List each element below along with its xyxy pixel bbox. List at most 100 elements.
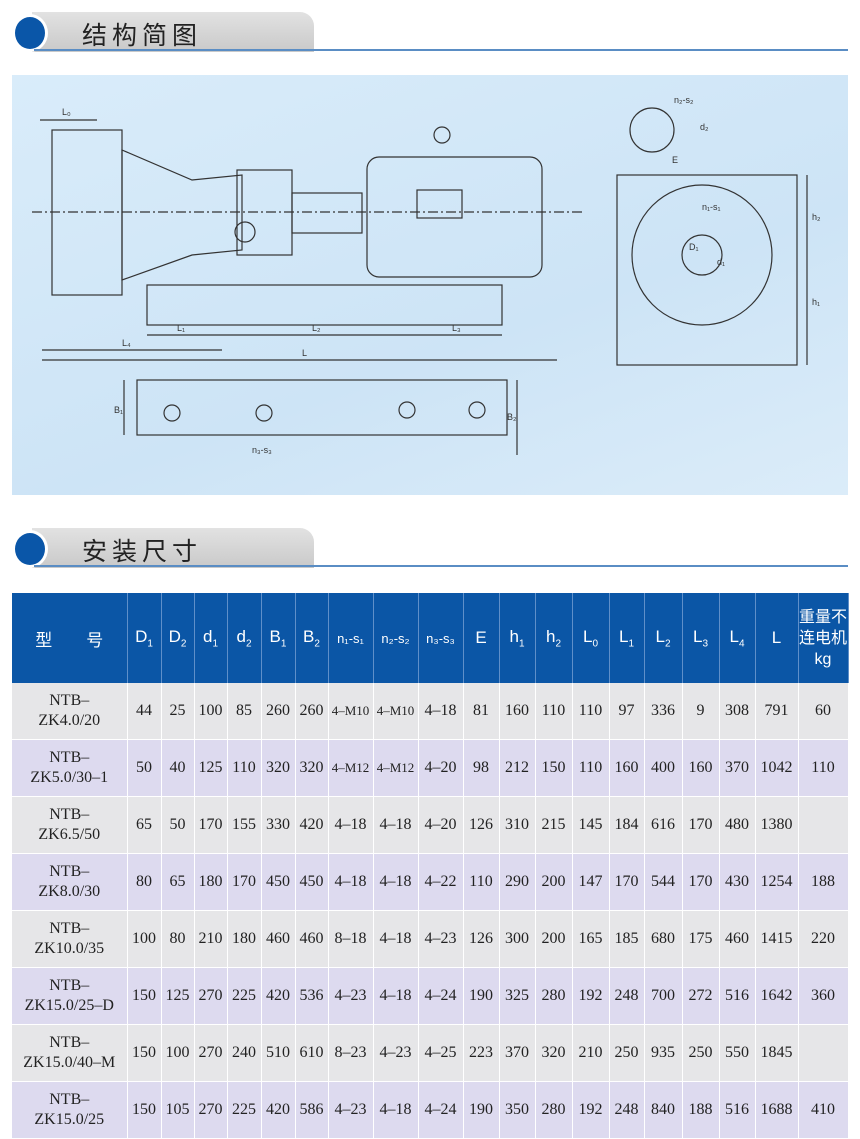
value-cell: 200 — [535, 910, 573, 968]
column-header: 重量不连电机kg — [798, 593, 849, 683]
value-cell: 170 — [609, 853, 645, 911]
model-name-line: NTB– — [49, 977, 90, 994]
model-name-line: NTB– — [49, 1034, 90, 1051]
value-cell: 320 — [261, 739, 296, 797]
value-cell: 210 — [194, 910, 228, 968]
value-cell: 4–24 — [418, 1081, 464, 1139]
model-name-line: NTB– — [49, 863, 90, 880]
value-cell: 420 — [295, 796, 329, 854]
end-view-frame — [616, 174, 798, 366]
header-subscript: 4 — [738, 638, 745, 650]
base-plan-view — [136, 379, 508, 436]
value-cell: 4–23 — [328, 967, 374, 1025]
model-name-line: ZK6.5/50 — [38, 826, 101, 843]
label-d1: d₁ — [717, 257, 725, 267]
value-cell: 150 — [127, 967, 162, 1025]
value-cell: 212 — [499, 739, 536, 797]
value-cell: 225 — [227, 967, 262, 1025]
value-cell: 170 — [227, 853, 262, 911]
header-text: d — [236, 626, 246, 646]
value-cell: 200 — [535, 853, 573, 911]
pump-structure-drawing: L₀ L₁ L₂ L₃ L₄ L B₁ B₂ n₃-s₃ n₂-s₂ d₂ E … — [12, 75, 848, 495]
model-cell: NTB–ZK15.0/25–D — [12, 967, 128, 1025]
label-D1: D₁ — [689, 242, 699, 252]
value-cell: 336 — [644, 683, 683, 740]
value-cell: 4–M10 — [328, 683, 374, 740]
value-cell: 192 — [572, 967, 610, 1025]
model-name-line: ZK4.0/20 — [38, 712, 101, 729]
model-name-line: NTB– — [49, 806, 90, 823]
column-header: 型 号 — [12, 593, 128, 683]
value-cell: 260 — [261, 683, 296, 740]
divider — [34, 49, 848, 51]
label-h2: h₂ — [812, 212, 821, 222]
value-cell: 60 — [798, 683, 849, 740]
header-text: B — [269, 626, 281, 646]
value-cell: 240 — [227, 1024, 262, 1082]
column-header: L2 — [644, 593, 683, 683]
value-cell: 400 — [644, 739, 683, 797]
value-cell: 160 — [499, 683, 536, 740]
header-text: L — [582, 626, 593, 646]
value-cell: 150 — [127, 1024, 162, 1082]
value-cell: 110 — [572, 739, 610, 797]
value-cell: 1688 — [755, 1081, 799, 1139]
header-text: h — [545, 626, 556, 646]
value-cell: 223 — [463, 1024, 500, 1082]
column-header: h1 — [499, 593, 536, 683]
value-cell: 160 — [609, 739, 645, 797]
model-cell: NTB–ZK8.0/30 — [12, 853, 128, 911]
value-cell: 190 — [463, 1081, 500, 1139]
value-cell: 250 — [609, 1024, 645, 1082]
value-cell: 450 — [295, 853, 329, 911]
column-header: L4 — [719, 593, 756, 683]
value-cell: 260 — [295, 683, 329, 740]
model-name-line: ZK15.0/25 — [34, 1111, 105, 1128]
header-text: n₂-s₂ — [381, 630, 410, 646]
value-cell: 248 — [609, 1081, 645, 1139]
section-header-structure: 结构简图 — [12, 12, 848, 52]
model-name-line: ZK5.0/30–1 — [30, 769, 109, 786]
header-subscript: 2 — [314, 638, 320, 650]
value-cell: 4–M12 — [373, 739, 419, 797]
header-text: L — [729, 626, 739, 646]
column-header: h2 — [535, 593, 573, 683]
value-cell: 225 — [227, 1081, 262, 1139]
value-cell: 1042 — [755, 739, 799, 797]
value-cell: 510 — [261, 1024, 296, 1082]
value-cell: 220 — [798, 910, 849, 968]
value-cell: 280 — [535, 967, 573, 1025]
label-L2: L₂ — [312, 323, 321, 333]
model-name-line: ZK15.0/40–M — [23, 1054, 116, 1071]
value-cell: 210 — [572, 1024, 610, 1082]
header-subscript: 3 — [702, 638, 709, 650]
drawing-svg: L₀ L₁ L₂ L₃ L₄ L B₁ B₂ n₃-s₃ n₂-s₂ d₂ E … — [32, 95, 821, 455]
model-name-line: NTB– — [49, 749, 90, 766]
value-cell: 450 — [261, 853, 296, 911]
value-cell: 150 — [127, 1081, 162, 1139]
header-text: L — [618, 626, 629, 646]
value-cell: 370 — [719, 739, 756, 797]
value-cell: 4–M10 — [373, 683, 419, 740]
value-cell — [798, 1024, 849, 1082]
value-cell: 700 — [644, 967, 683, 1025]
column-header: L0 — [572, 593, 610, 683]
header-subscript: 1 — [280, 638, 287, 650]
value-cell: 272 — [682, 967, 720, 1025]
value-cell: 1380 — [755, 796, 799, 854]
value-cell: 248 — [609, 967, 645, 1025]
value-cell: 97 — [609, 683, 645, 740]
value-cell: 791 — [755, 683, 799, 740]
column-header: n₁-s₁ — [328, 593, 374, 683]
value-cell: 4–M12 — [328, 739, 374, 797]
value-cell: 280 — [535, 1081, 573, 1139]
header-text: 型 号 — [35, 630, 104, 650]
header-text: L — [771, 628, 782, 647]
value-cell: 4–23 — [328, 1081, 374, 1139]
value-cell: 840 — [644, 1081, 683, 1139]
value-cell: 935 — [644, 1024, 683, 1082]
motor-terminal-box — [416, 189, 463, 219]
header-text: E — [475, 628, 487, 647]
